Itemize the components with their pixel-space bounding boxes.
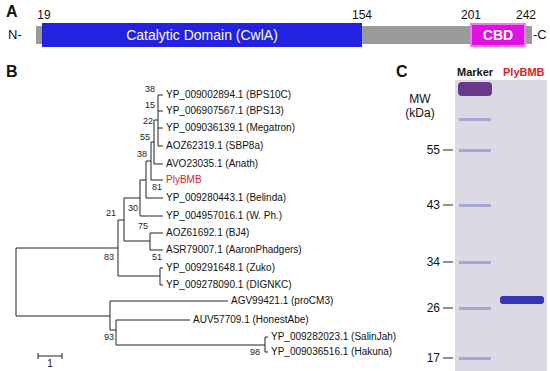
bootstrap-value: 15 bbox=[145, 100, 155, 111]
marker-bands bbox=[459, 118, 491, 360]
taxon-label: PlyBMB bbox=[166, 174, 202, 186]
terminus-label: -C bbox=[533, 27, 547, 43]
taxon-label: YP_009036139.1 (Megatron) bbox=[166, 122, 295, 134]
residue-number: 242 bbox=[516, 8, 536, 22]
taxon-label: YP_009036516.1 (Hakuna) bbox=[271, 346, 392, 358]
cbd-box: CBD bbox=[470, 23, 526, 47]
taxon-label: YP_004957016.1 (W. Ph.) bbox=[166, 210, 282, 222]
domain-name: Catalytic Domain (CwlA) bbox=[126, 27, 278, 43]
mw-ticks bbox=[443, 150, 453, 358]
residue-number: 201 bbox=[461, 8, 481, 22]
taxon-label: YP_006907567.1 (BPS13) bbox=[166, 105, 284, 117]
mw-value: 43 bbox=[427, 198, 440, 212]
bootstrap-value: 38 bbox=[145, 84, 155, 95]
taxon-label: AUV57709.1 (HonestAbe) bbox=[193, 314, 309, 326]
mw-value: 34 bbox=[427, 255, 440, 269]
bootstrap-value: 93 bbox=[104, 332, 114, 343]
bootstrap-value: 38 bbox=[137, 149, 147, 160]
bootstrap-value: 98 bbox=[250, 347, 260, 358]
panel-letter: B bbox=[6, 62, 18, 81]
taxon-label: ASR79007.1 (AaronPhadgers) bbox=[166, 244, 302, 256]
panel-letter: A bbox=[6, 2, 18, 21]
bootstrap-value: 81 bbox=[152, 182, 162, 193]
axis-title: MW (kDa) bbox=[400, 92, 440, 121]
gel bbox=[455, 80, 547, 371]
taxon-label: YP_009278090.1 (DIGNKC) bbox=[166, 279, 292, 291]
taxon-label: AGV99421.1 (proCM3) bbox=[231, 295, 333, 307]
bootstrap-value: 21 bbox=[106, 208, 116, 219]
taxon-label: YP_009291648.1 (Zuko) bbox=[166, 262, 275, 274]
bootstrap-value: 30 bbox=[128, 203, 138, 214]
domain-name: CBD bbox=[483, 27, 513, 43]
terminus-label: N- bbox=[8, 27, 22, 43]
protein-band bbox=[500, 296, 544, 304]
taxon-label: AOZ61692.1 (BJ4) bbox=[166, 227, 249, 239]
marker-band bbox=[458, 82, 492, 96]
lane-label: Marker bbox=[457, 66, 493, 79]
bootstrap-value: 83 bbox=[104, 252, 114, 263]
catalytic-domain-box: Catalytic Domain (CwlA) bbox=[42, 23, 362, 47]
mw-value: 55 bbox=[427, 143, 440, 157]
bootstrap-value: 51 bbox=[152, 252, 162, 263]
bootstrap-value: 22 bbox=[143, 116, 153, 127]
bootstrap-value: 75 bbox=[138, 221, 148, 232]
taxon-label: YP_009002894.1 (BPS10C) bbox=[166, 89, 291, 101]
panel-letter: C bbox=[396, 62, 408, 81]
bootstrap-value: 55 bbox=[140, 132, 150, 143]
residue-number: 154 bbox=[352, 8, 372, 22]
taxon-label: AVO23035.1 (Anath) bbox=[166, 158, 258, 170]
phylogenetic-tree bbox=[16, 95, 268, 352]
scale-label: 1 bbox=[47, 358, 53, 370]
mw-value: 26 bbox=[427, 301, 440, 315]
taxon-label: AOZ62319.1 (SBP8a) bbox=[166, 140, 263, 152]
taxon-label: YP_009282023.1 (SalinJah) bbox=[271, 331, 396, 343]
taxon-label: YP_009280443.1 (Belinda) bbox=[166, 192, 286, 204]
residue-number: 19 bbox=[37, 8, 50, 22]
mw-value: 17 bbox=[427, 351, 440, 365]
lane-label: PlyBMB bbox=[503, 66, 545, 79]
